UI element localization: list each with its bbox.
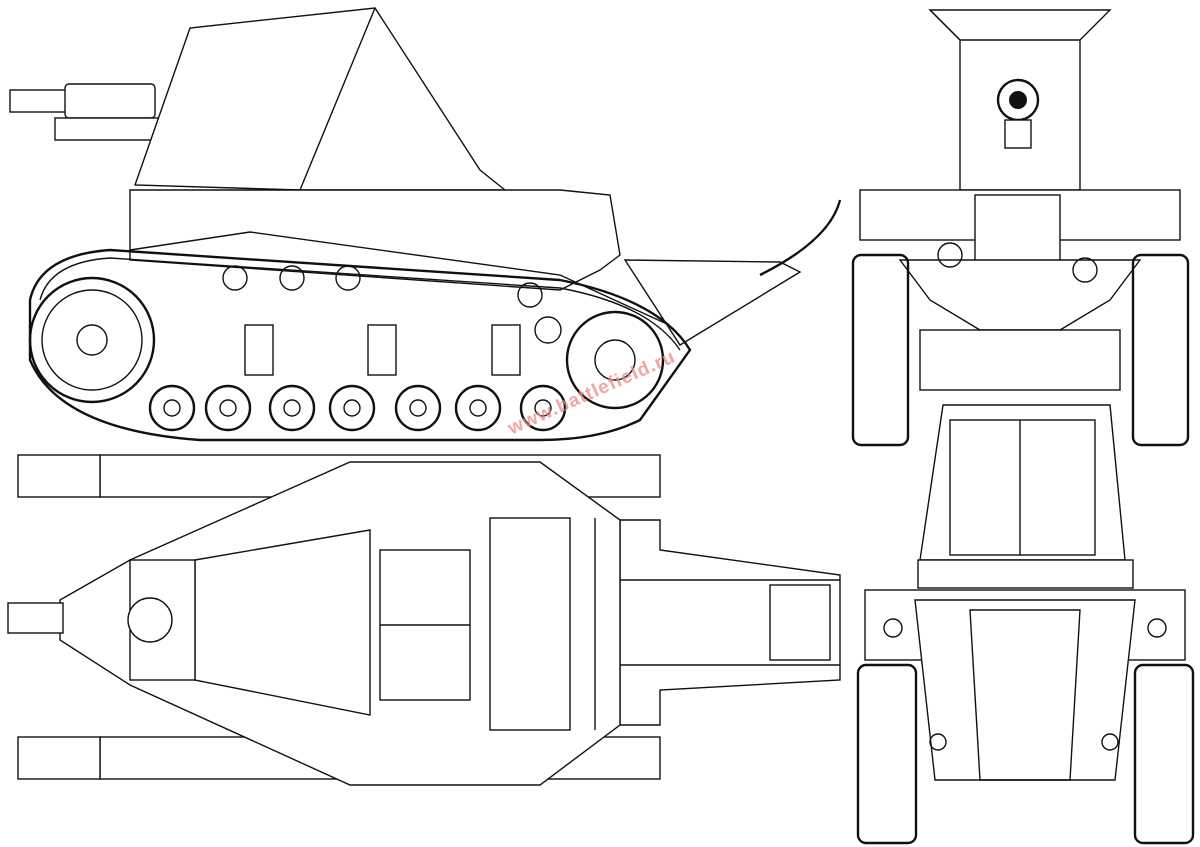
side-view [9,7,842,442]
front-view [851,9,1190,447]
road-wheels [148,384,567,432]
rear-view [856,404,1195,845]
top-view [7,454,841,786]
